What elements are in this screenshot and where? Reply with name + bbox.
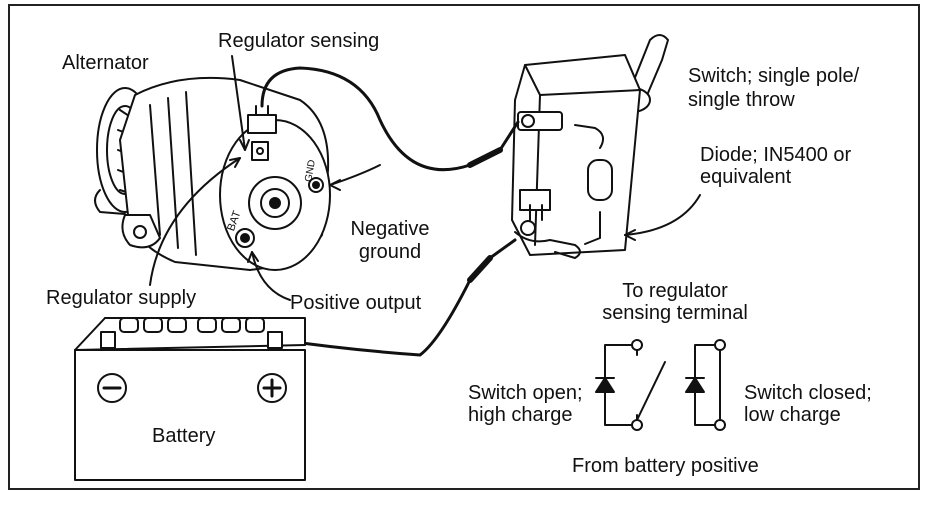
battery-label: Battery — [152, 425, 216, 447]
negative-ground-label-line2: ground — [358, 241, 422, 263]
switch-open-schematic — [595, 339, 666, 431]
switch-open-label-line2: high charge — [468, 404, 573, 426]
diode-label-line1: Diode; IN5400 or — [700, 144, 852, 166]
alternator-drawing — [94, 76, 331, 271]
switch-type-label-line2: single throw — [688, 89, 795, 111]
from-battery-label: From battery positive — [572, 455, 759, 477]
toggle-switch-drawing — [511, 34, 669, 259]
diode-label-line2: equivalent — [700, 166, 792, 188]
switch-closed-schematic — [685, 339, 726, 431]
wires — [149, 55, 701, 357]
negative-ground-label-line1: Negative — [350, 218, 430, 240]
gnd-terminal-marking: GND — [303, 159, 318, 183]
to-regulator-label-line2: sensing terminal — [602, 302, 748, 324]
switch-closed-label-line1: Switch closed; — [744, 382, 872, 404]
diagram-frame — [8, 4, 920, 490]
positive-output-label: Positive output — [290, 292, 422, 314]
switch-open-label-line1: Switch open; — [468, 382, 583, 404]
alternator-label: Alternator — [62, 52, 149, 74]
battery-drawing — [74, 317, 306, 481]
regulator-supply-label: Regulator supply — [46, 287, 197, 309]
switch-type-label-line1: Switch; single pole/ — [688, 65, 860, 87]
switch-closed-label-line2: low charge — [744, 404, 841, 426]
regulator-sensing-label: Regulator sensing — [218, 30, 380, 52]
to-regulator-label-line1: To regulator — [622, 280, 728, 302]
